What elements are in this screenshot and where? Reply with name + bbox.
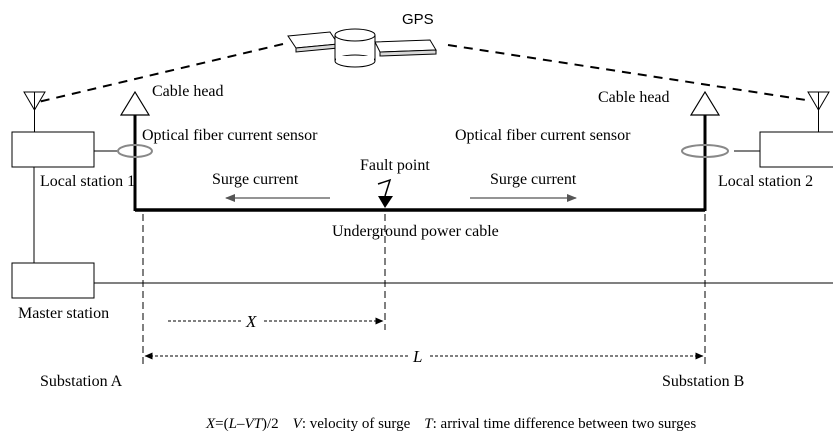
gps-signal-right — [447, 44, 807, 101]
master-station-box — [11, 262, 95, 299]
fault-point-icon — [377, 178, 393, 208]
antenna-left-icon — [23, 91, 46, 132]
antenna-right-icon — [807, 91, 830, 132]
cable-label: Underground power cable — [332, 223, 499, 240]
formula-x: X — [205, 416, 216, 432]
x-distance-label: X — [245, 312, 257, 331]
formula-dash: – — [236, 416, 245, 432]
fault-point-label: Fault point — [360, 157, 430, 174]
local-station-2-box — [759, 131, 833, 168]
formula-l: L — [228, 416, 237, 432]
gps-signal-left — [37, 43, 284, 103]
formula-vt: VT — [244, 416, 263, 432]
current-sensor-right-icon — [681, 144, 729, 158]
local-station-1-label: Local station 1 — [40, 173, 135, 190]
cable-head-left-label: Cable head — [152, 83, 224, 100]
sensor-right-label: Optical fiber current sensor — [455, 127, 631, 144]
surge-right-label: Surge current — [490, 171, 577, 188]
formula-caption: X=(L–VT)/2 V: velocity of surge T: arrival… — [205, 416, 696, 432]
formula-t-symbol: T — [424, 416, 434, 432]
substation-a-label: Substation A — [40, 373, 123, 390]
current-sensor-left-icon — [117, 144, 153, 158]
formula-eq: =( — [215, 416, 228, 432]
sensor-left-label: Optical fiber current sensor — [142, 127, 318, 144]
gps-satellite-icon — [287, 28, 437, 68]
cable-head-left-icon — [119, 90, 151, 116]
formula-half: )/2 — [262, 416, 279, 432]
formula-t-desc: : arrival time difference between two su… — [433, 416, 697, 432]
surge-left-label: Surge current — [212, 171, 299, 188]
l-distance-label: L — [412, 347, 422, 366]
formula-v-symbol: V — [293, 416, 304, 432]
local-station-2-label: Local station 2 — [718, 173, 813, 190]
master-station-label: Master station — [18, 305, 109, 322]
formula-v-desc: : velocity of surge — [302, 416, 411, 432]
substation-b-label: Substation B — [662, 373, 744, 390]
gps-label: GPS — [402, 11, 434, 28]
cable-head-right-icon — [689, 90, 721, 116]
local-station-1-box — [11, 131, 95, 168]
cable-head-right-label: Cable head — [598, 89, 670, 106]
